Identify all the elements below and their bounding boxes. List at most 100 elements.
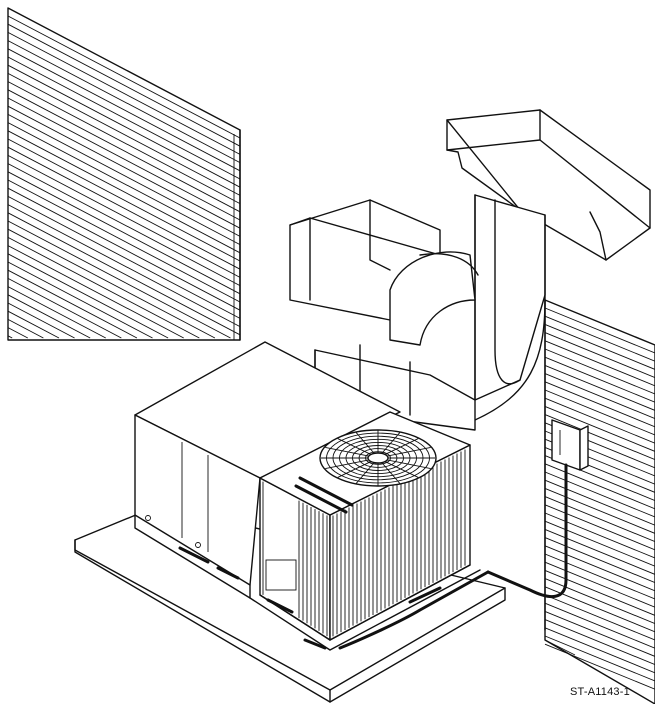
siding-board-line bbox=[7, 171, 241, 295]
siding-board-line bbox=[544, 323, 655, 370]
siding-board-line bbox=[544, 479, 655, 526]
siding-board-line bbox=[7, 89, 241, 213]
siding-board-line bbox=[544, 520, 655, 567]
electrical-conduit bbox=[338, 463, 568, 650]
siding-board-line bbox=[544, 553, 655, 600]
fan-guard-spoke bbox=[325, 459, 369, 469]
siding-board-line bbox=[544, 578, 655, 625]
siding-board-line bbox=[544, 496, 655, 543]
siding-board-line bbox=[7, 278, 122, 339]
fan-guard-spoke bbox=[337, 461, 372, 478]
siding-board-line bbox=[544, 364, 655, 411]
siding-board-line bbox=[7, 64, 241, 188]
fan-guard-spoke bbox=[381, 462, 401, 484]
siding-board-line bbox=[544, 602, 655, 649]
fan-guard-rings bbox=[321, 430, 435, 486]
fan-guard-spoke bbox=[384, 461, 419, 478]
siding-board-line bbox=[7, 73, 241, 196]
siding-board-line bbox=[7, 261, 153, 339]
siding-board-line bbox=[7, 327, 28, 339]
siding-board-line bbox=[7, 130, 241, 254]
siding-board-line bbox=[7, 319, 44, 339]
siding-board-line bbox=[7, 48, 241, 172]
siding-board-line bbox=[7, 114, 241, 237]
siding-board-line bbox=[544, 405, 655, 452]
siding-board-line bbox=[544, 610, 655, 657]
siding-board-line bbox=[7, 15, 241, 139]
siding-board-line bbox=[7, 32, 241, 155]
siding-board-line bbox=[544, 356, 655, 403]
siding-board-line bbox=[7, 40, 241, 163]
siding-board-line bbox=[544, 373, 655, 420]
siding-board-line bbox=[544, 397, 655, 444]
siding-board-line bbox=[544, 561, 655, 608]
siding-board-line bbox=[544, 381, 655, 428]
siding-board-line bbox=[7, 302, 75, 339]
siding-board-line bbox=[7, 294, 91, 339]
siding-board-line bbox=[7, 196, 241, 319]
siding-board-line bbox=[544, 586, 655, 633]
siding-board-line bbox=[7, 163, 241, 286]
siding-board-line bbox=[7, 105, 241, 229]
siding-board-line bbox=[7, 81, 241, 204]
left-siding-wall bbox=[7, 7, 241, 341]
siding-board-line bbox=[544, 471, 655, 518]
ductwork bbox=[289, 109, 651, 431]
siding-board-line bbox=[544, 619, 655, 666]
siding-board-line bbox=[544, 643, 655, 690]
siding-board-line bbox=[7, 187, 241, 311]
fan-guard-spoke bbox=[384, 438, 419, 455]
siding-board-line bbox=[7, 212, 241, 336]
siding-board-line bbox=[7, 155, 241, 278]
siding-board-line bbox=[544, 340, 655, 387]
siding-board-line bbox=[7, 335, 13, 339]
siding-board-line bbox=[544, 545, 655, 592]
condenser-fin-lines bbox=[262, 449, 466, 637]
siding-board-line bbox=[7, 245, 184, 339]
fan-guard-spoke bbox=[355, 462, 375, 484]
siding-board-line bbox=[544, 348, 655, 395]
siding-board-line bbox=[7, 237, 200, 339]
siding-board-line bbox=[7, 220, 231, 339]
siding-board-line bbox=[7, 204, 241, 327]
condenser-fan bbox=[319, 429, 437, 487]
siding-board-line bbox=[544, 315, 655, 362]
packaged-hvac-unit bbox=[134, 341, 481, 651]
right-siding-lines bbox=[544, 307, 655, 690]
fan-guard-spoke bbox=[387, 459, 431, 469]
siding-board-line bbox=[7, 146, 241, 270]
siding-board-line bbox=[7, 56, 241, 180]
siding-board-line bbox=[7, 286, 106, 339]
siding-board-line bbox=[7, 97, 241, 221]
siding-board-line bbox=[544, 528, 655, 575]
siding-board-line bbox=[7, 122, 241, 245]
siding-board-line bbox=[544, 414, 655, 461]
siding-board-line bbox=[544, 487, 655, 534]
siding-board-line bbox=[544, 635, 655, 682]
fan-guard-spoke bbox=[325, 447, 369, 457]
fan-guard-spoke bbox=[387, 447, 431, 457]
fan-guard-spoke bbox=[381, 432, 401, 454]
siding-board-line bbox=[544, 463, 655, 510]
scene-edge-marker bbox=[544, 639, 576, 656]
fan-guard-spoke bbox=[355, 432, 375, 454]
siding-board-line bbox=[7, 228, 216, 339]
siding-board-line bbox=[544, 389, 655, 436]
siding-board-line bbox=[544, 332, 655, 379]
right-siding-wall bbox=[544, 299, 655, 704]
figure-reference-code: ST-A1143-1 bbox=[570, 686, 630, 698]
siding-board-line bbox=[7, 179, 241, 303]
siding-board-line bbox=[7, 138, 241, 262]
left-siding-lines bbox=[7, 15, 241, 339]
siding-board-line bbox=[7, 253, 169, 339]
siding-board-line bbox=[7, 23, 241, 147]
siding-board-line bbox=[7, 310, 60, 339]
siding-board-line bbox=[544, 569, 655, 616]
siding-board-line bbox=[544, 594, 655, 641]
siding-board-line bbox=[544, 537, 655, 584]
electrical-disconnect-box bbox=[551, 419, 589, 471]
siding-board-line bbox=[7, 269, 138, 339]
fan-guard-spoke bbox=[337, 438, 372, 455]
siding-board-line bbox=[544, 307, 655, 354]
